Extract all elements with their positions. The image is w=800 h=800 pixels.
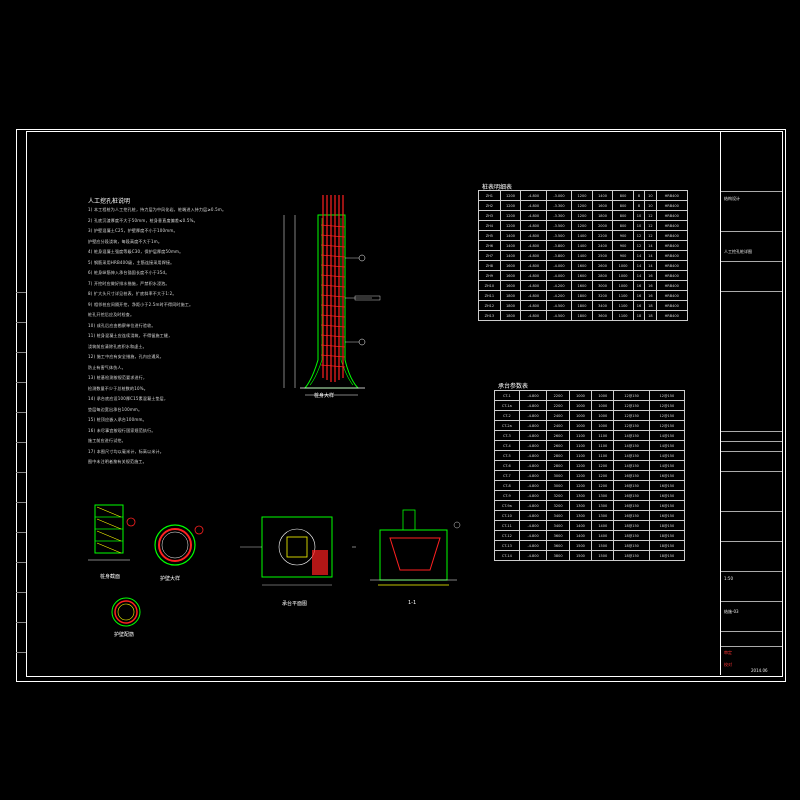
hoop-bar [320, 244, 346, 248]
note-line: 8) 扩大头尺寸详见桩表，扩底斜率不大于1:2。 [88, 291, 177, 296]
note-line: 1) 本工程桩为人工挖孔桩，持力层为中风化岩，桩端进入持力层≥0.5m。 [88, 207, 227, 212]
hoop-bar [320, 344, 346, 348]
wall-section-label: 护壁大样 [160, 576, 181, 582]
check-label: 校对 [724, 662, 732, 667]
left-revision-strip [16, 292, 27, 675]
table-cell: -4.500 [545, 310, 573, 321]
note-line: 7) 开挖时应做好排水措施，严禁积水浸泡。 [88, 280, 170, 286]
hoop-bar [320, 254, 346, 258]
drawing-border-outer [16, 129, 786, 682]
note-line: 12) 施工中应有安全措施，孔内应通风， [88, 354, 164, 359]
note-line: 施工前应进行试挖。 [88, 438, 126, 443]
pile-table-title: 桩表明细表 [482, 184, 513, 191]
hoop-bar [320, 314, 346, 318]
note-line: 14) 承台底应设100厚C15素混凝土垫层， [88, 396, 169, 401]
note-line: 10) 成孔后应由勘察单位进行验收。 [88, 322, 156, 328]
hoop-bar [320, 334, 346, 338]
hoop-bar [320, 264, 346, 268]
project-name: 结构设计 [724, 196, 740, 201]
note-line: 2) 孔底沉渣厚度不大于50mm，桩身垂直度偏差≤0.5%。 [88, 217, 198, 223]
hoop-bar [320, 284, 346, 288]
note-line: 3) 护壁混凝土C25，护壁厚度不小于100mm。 [88, 228, 178, 233]
table-cell: ZH13 [478, 310, 501, 321]
hoop-bar [320, 224, 346, 228]
cap-section-label: 1-1 [408, 600, 417, 606]
note-line: 护壁应分段浇筑，每段高度不大于1m。 [88, 238, 163, 244]
note-line: 4) 桩身混凝土强度等级C30，保护层厚度50mm。 [88, 249, 184, 254]
ring-detail-label: 护壁配筋 [114, 632, 135, 638]
note-line: 垫层每边宽出承台100mm。 [88, 406, 143, 412]
section-ring-detail [154, 524, 204, 566]
hoop-bar [320, 324, 346, 328]
notes-title: 人工挖孔桩说明 [88, 198, 131, 205]
note-line: 防止有害气体伤人。 [88, 364, 126, 370]
note-line: 图中未注明者按有关规范施工。 [88, 459, 147, 464]
cap-table-title: 承台参数表 [498, 383, 529, 390]
approval-label: 审定 [724, 650, 732, 655]
note-line: 15) 桩顶应嵌入承台100mm。 [88, 417, 147, 422]
table-cell: HRB400 [655, 310, 688, 321]
title-block: 结构设计 人工挖孔桩详图 1:50 结施-03 审定 校对 2014.06 [720, 131, 782, 675]
note-line: 13) 桩基检测按规范要求进行， [88, 375, 148, 380]
note-line: 6) 桩身纵筋伸入承台锚固长度不小于35d。 [88, 270, 170, 275]
hoop-bar [320, 274, 346, 278]
table-cell: 18@150 [648, 550, 686, 561]
hoop-bar [320, 354, 346, 358]
pile-elevation-label: 桩身大样 [314, 393, 335, 399]
cap-plan [240, 516, 356, 586]
sheet-number: 结施-03 [724, 609, 739, 614]
cap-section [370, 509, 461, 586]
note-line: 11) 桩身混凝土应连续浇筑，不得留施工缝， [88, 333, 173, 338]
cap-plan-label: 承台平面图 [282, 601, 308, 607]
note-line: 桩孔开挖后应及时检查。 [88, 312, 135, 317]
hoop-bar [320, 304, 346, 308]
hoop-bar [320, 364, 346, 368]
date-label: 2014.06 [751, 668, 768, 673]
drawing-name: 人工挖孔桩详图 [724, 249, 752, 254]
table-cell: 1500 [591, 550, 615, 561]
note-line: 检测数量不少于总桩数的10%。 [88, 385, 148, 391]
note-line: 17) 本图尺寸均以毫米计，标高以米计。 [88, 448, 164, 454]
hoop-bar [320, 294, 346, 298]
pile-elevation [283, 195, 381, 396]
section-ring-label: 桩身截面 [100, 574, 121, 580]
note-line: 16) 未尽事宜按现行国家规范执行。 [88, 427, 156, 433]
wall-section [88, 504, 136, 561]
hoop-bar [320, 234, 346, 238]
note-line: 5) 钢筋采用HRB400级，主筋连接采用焊接。 [88, 259, 175, 265]
ring-detail [111, 597, 141, 627]
note-line: 浇筑前应清除孔底积水和虚土。 [88, 343, 147, 349]
note-line: 9) 相邻桩应间隔开挖，净距小于2.5m时不得同时施工。 [88, 301, 194, 307]
scale-label: 1:50 [724, 576, 733, 581]
table-cell: 18 [644, 310, 657, 321]
